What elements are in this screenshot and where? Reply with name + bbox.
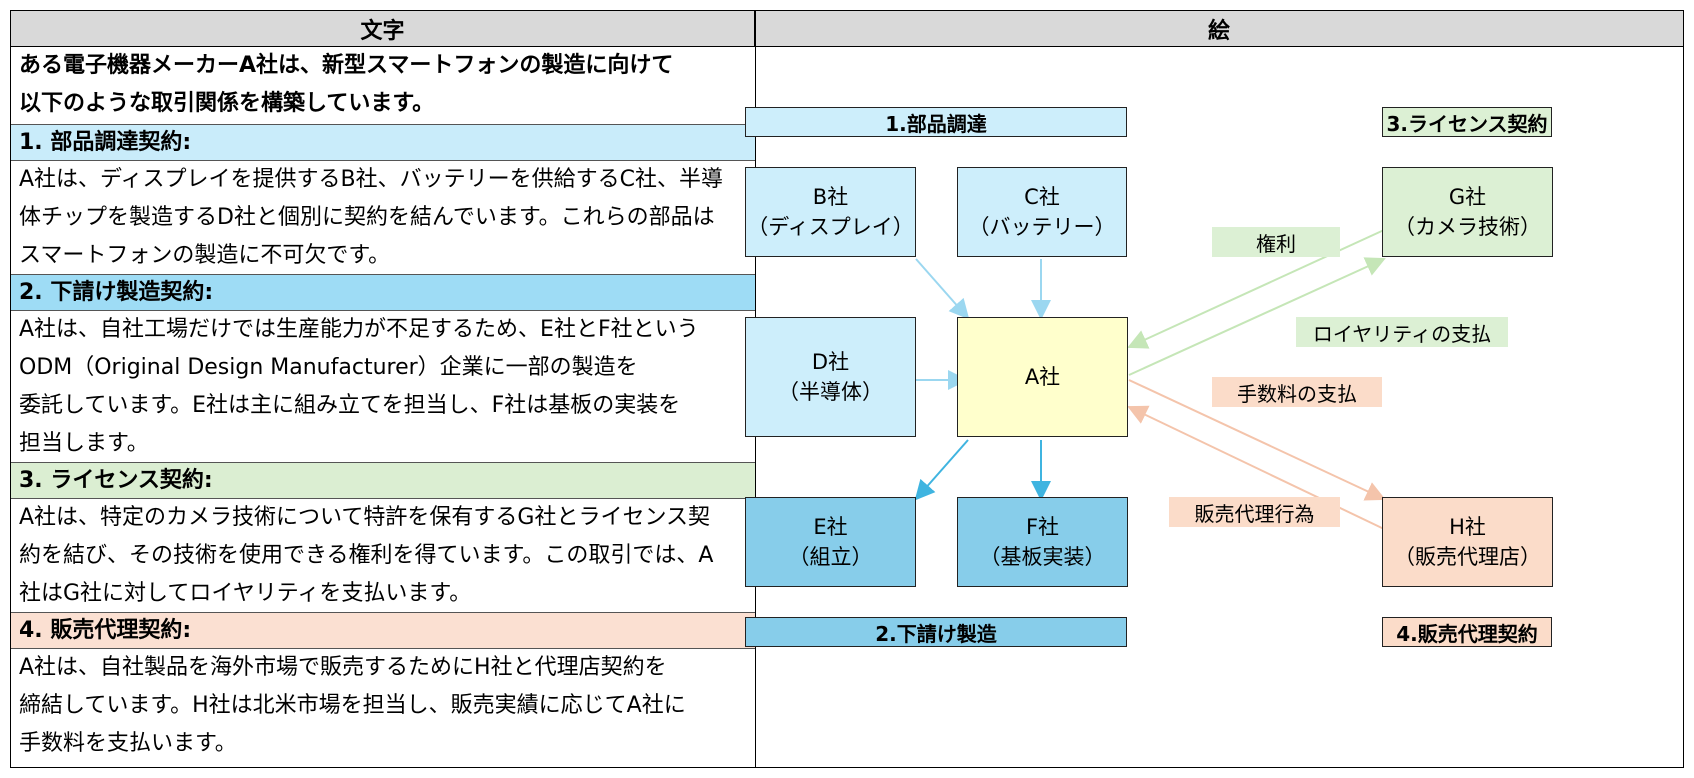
intro-paragraph: ある電子機器メーカーA社は、新型スマートフォンの製造に向けて 以下のような取引関… — [11, 47, 755, 125]
box-f-role: （基板実装） — [979, 545, 1106, 569]
box-d-role: （半導体） — [778, 380, 883, 404]
box-d-name: D社 — [811, 350, 850, 374]
box-company-c: C社 （バッテリー） — [957, 167, 1127, 257]
box-company-h: H社 （販売代理店） — [1382, 497, 1553, 587]
tag-rights: 権利 — [1212, 227, 1340, 257]
box-e-role: （組立） — [788, 545, 873, 569]
box-b-role: （ディスプレイ） — [747, 215, 914, 239]
body-line: スマートフォンの製造に不可欠です。 — [19, 243, 391, 268]
section-title-agency: 4. 販売代理契約: — [11, 613, 755, 649]
body-line: 担当します。 — [19, 431, 149, 456]
box-company-b: B社 （ディスプレイ） — [745, 167, 916, 257]
box-h-name: H社 — [1449, 515, 1486, 539]
box-c-role: （バッテリー） — [968, 215, 1116, 239]
body-line: ODM（Original Design Manufacturer）企業に一部の製… — [19, 355, 638, 380]
section-title-procurement: 1. 部品調達契約: — [11, 125, 755, 161]
box-e-name: E社 — [813, 515, 848, 539]
arrow-a-to-g — [1128, 257, 1386, 376]
label-agency: 4.販売代理契約 — [1382, 617, 1552, 647]
body-line: 社はG社に対してロイヤリティを支払います。 — [19, 581, 472, 606]
intro-line: ある電子機器メーカーA社は、新型スマートフォンの製造に向けて — [19, 53, 674, 78]
arrow-b-to-a — [915, 258, 970, 320]
relationship-diagram: 1.部品調達 3.ライセンス契約 2.下請け製造 4.販売代理契約 B社 （ディ… — [745, 47, 1684, 767]
box-g-role: （カメラ技術） — [1394, 215, 1541, 239]
label-license: 3.ライセンス契約 — [1382, 107, 1552, 137]
box-f-name: F社 — [1025, 515, 1060, 539]
box-a-name: A社 — [1024, 365, 1061, 389]
arrow-a-to-e — [914, 439, 969, 501]
header-text-column: 文字 — [11, 11, 755, 47]
section-body-procurement: A社は、ディスプレイを提供するB社、バッテリーを供給するC社、半導 体チップを製… — [11, 161, 755, 275]
body-line: 手数料を支払います。 — [19, 731, 237, 756]
section-body-agency: A社は、自社製品を海外市場で販売するためにH社と代理店契約を 締結しています。H… — [11, 649, 755, 767]
box-company-d: D社 （半導体） — [745, 317, 916, 437]
section-title-subcontract: 2. 下請け製造契約: — [11, 275, 755, 311]
body-line: A社は、自社製品を海外市場で販売するためにH社と代理店契約を — [19, 655, 667, 680]
intro-line: 以下のような取引関係を構築しています。 — [19, 91, 435, 116]
body-line: 約を結び、その技術を使用できる権利を得ています。この取引では、A — [19, 543, 714, 568]
box-company-a: A社 — [957, 317, 1128, 437]
body-line: 委託しています。E社は主に組み立てを担当し、F社は基板の実装を — [19, 393, 681, 418]
body-line: A社は、自社工場だけでは生産能力が不足するため、E社とF社という — [19, 317, 699, 342]
box-b-name: B社 — [812, 185, 849, 209]
box-h-role: （販売代理店） — [1394, 545, 1541, 569]
section-body-license: A社は、特定のカメラ技術について特許を保有するG社とライセンス契 約を結び、その… — [11, 499, 755, 613]
arrow-a-to-h — [1128, 379, 1386, 501]
box-company-e: E社 （組立） — [745, 497, 916, 587]
box-c-name: C社 — [1024, 185, 1060, 209]
box-company-g: G社 （カメラ技術） — [1382, 167, 1553, 257]
tag-royalty: ロイヤリティの支払 — [1296, 317, 1508, 347]
body-line: A社は、特定のカメラ技術について特許を保有するG社とライセンス契 — [19, 505, 710, 530]
body-line: 締結しています。H社は北米市場を担当し、販売実績に応じてA社に — [19, 693, 686, 718]
tag-sales: 販売代理行為 — [1169, 497, 1340, 527]
section-body-subcontract: A社は、自社工場だけでは生産能力が不足するため、E社とF社という ODM（Ori… — [11, 311, 755, 463]
arrow-h-to-a — [1127, 405, 1385, 530]
section-title-license: 3. ライセンス契約: — [11, 463, 755, 499]
diagram-arrows — [914, 229, 1386, 530]
tag-fee: 手数料の支払 — [1212, 377, 1382, 407]
box-company-f: F社 （基板実装） — [957, 497, 1128, 587]
box-g-name: G社 — [1448, 185, 1487, 209]
document-table: 文字 絵 ある電子機器メーカーA社は、新型スマートフォンの製造に向けて 以下のよ… — [10, 10, 1684, 768]
label-subcontract: 2.下請け製造 — [745, 617, 1127, 647]
header-picture-column: 絵 — [755, 11, 1683, 47]
label-procurement: 1.部品調達 — [745, 107, 1127, 137]
arrow-g-to-a — [1127, 229, 1385, 349]
body-line: A社は、ディスプレイを提供するB社、バッテリーを供給するC社、半導 — [19, 167, 723, 192]
body-line: 体チップを製造するD社と個別に契約を結んでいます。これらの部品は — [19, 205, 715, 230]
